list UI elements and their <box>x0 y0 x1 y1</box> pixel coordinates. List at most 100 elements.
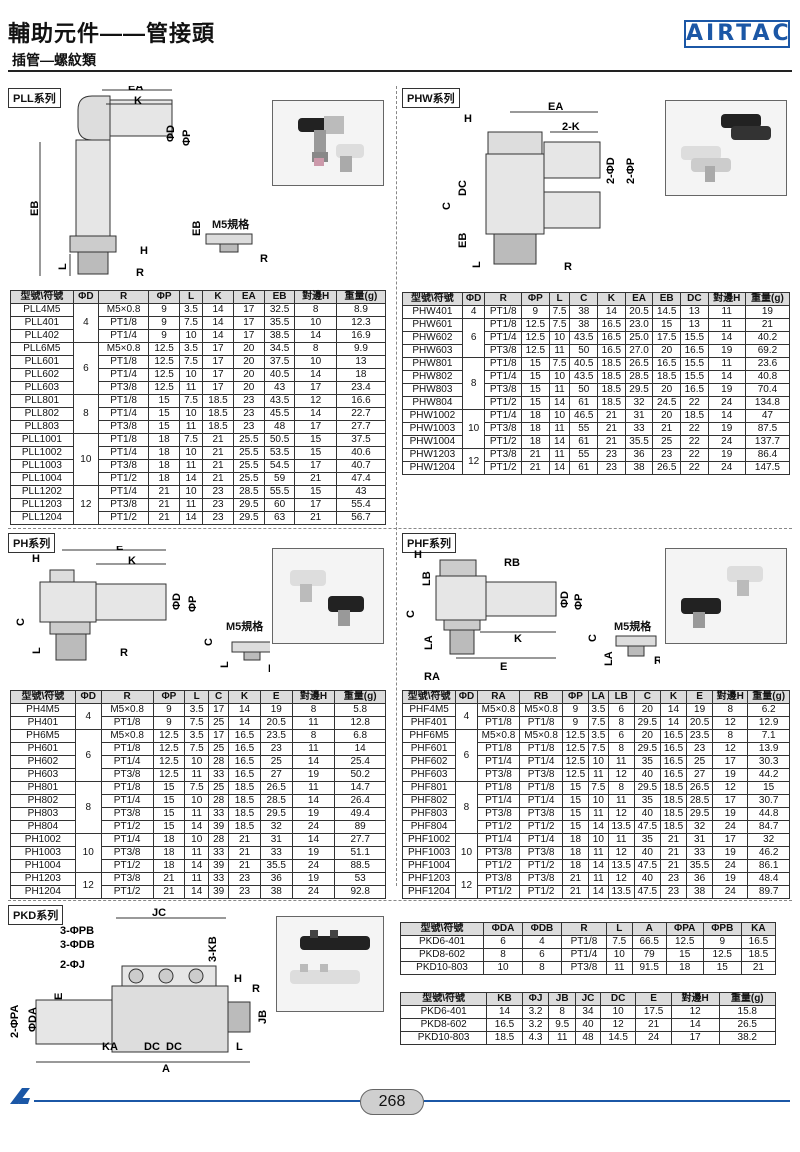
table-cell: 20 <box>652 409 681 423</box>
table-cell: 12 <box>670 1005 720 1019</box>
table-cell: 14 <box>548 461 571 475</box>
column-header: 型號\符號 <box>401 690 457 704</box>
table-cell: 21 <box>740 961 777 975</box>
table-cell: PKD8-602 <box>399 948 485 962</box>
table-cell: 14 <box>486 1005 523 1019</box>
table-cell: PT3/8 <box>100 846 154 860</box>
table-cell: 25.5 <box>232 459 265 473</box>
table-cell: 6 <box>72 342 99 395</box>
table-cell: M5×0.8 <box>97 342 150 356</box>
table-cell: 53.5 <box>263 446 296 460</box>
table-cell: 18.5 <box>659 807 688 821</box>
table-cell: 17 <box>202 381 234 395</box>
table-cell: 22 <box>680 422 709 436</box>
table-cell: 14 <box>707 409 746 423</box>
table-cell: 66.5 <box>631 935 667 949</box>
table-cell: 12 <box>461 448 486 475</box>
table-cell: PHW1203 <box>402 448 463 462</box>
table-cell: 19 <box>291 846 336 860</box>
table-cell: PHW1003 <box>402 422 463 436</box>
table-cell: 23 <box>232 394 265 408</box>
table-cell: 21 <box>652 422 681 436</box>
pkd-drawing: JC 3-ΦPB 3-ΦDB 2-ΦJ 3-KB H R 2-ΦPA ΦDA E… <box>9 907 269 1074</box>
dim-label: R <box>120 647 128 659</box>
table-cell: 11 <box>548 344 571 358</box>
table-cell: 12.5 <box>665 935 704 949</box>
m5-label-pll: M5規格 <box>212 219 250 231</box>
table-cell: 31 <box>686 833 714 847</box>
dim-label: 3-ΦDB <box>60 939 95 951</box>
column-header: LA <box>588 690 609 704</box>
table-cell: PHW603 <box>402 344 463 358</box>
dim-label: E <box>500 661 507 673</box>
table-cell: 35 <box>633 833 661 847</box>
table-cell: 14.5 <box>652 305 681 319</box>
dim-label: K <box>514 633 522 645</box>
table-cell: 14 <box>588 859 609 873</box>
table-cell: 13.9 <box>747 742 790 756</box>
column-header: R <box>560 922 607 936</box>
column-header: 型號\符號 <box>399 992 488 1006</box>
table-cell: 8 <box>294 303 337 317</box>
table-cell: 27.7 <box>334 833 386 847</box>
table-cell: 51.1 <box>334 846 386 860</box>
table-cell: PT1/8 <box>97 433 150 447</box>
table-cell: 25 <box>208 781 230 795</box>
table-cell: 6 <box>455 729 478 782</box>
table-cell: 12.3 <box>335 316 387 330</box>
dim-label: H <box>140 245 148 257</box>
table-cell: 24 <box>707 461 746 475</box>
table-cell: 32 <box>686 820 714 834</box>
table-cell: PT1/4 <box>560 948 607 962</box>
table-cell: 21 <box>152 885 186 899</box>
table-cell: 11 <box>588 807 609 821</box>
dim-label: 2-ΦJ <box>60 959 85 971</box>
dim-label: ΦD <box>559 591 571 608</box>
column-header: 對邊H <box>707 292 746 306</box>
table-cell: 18.5 <box>659 794 688 808</box>
table-cell: 48 <box>263 420 296 434</box>
table-cell: PT1/8 <box>97 316 150 330</box>
table-cell: 55 <box>569 448 599 462</box>
column-header: EB <box>652 292 681 306</box>
table-cell: 26.5 <box>624 357 654 371</box>
table-cell: PH401 <box>10 716 76 730</box>
table-cell: 16.5 <box>659 742 688 756</box>
column-header: R <box>100 690 154 704</box>
table-cell: 79 <box>631 948 667 962</box>
table-cell: 47.4 <box>335 472 387 486</box>
table-cell: 8 <box>455 781 478 834</box>
table-cell: 29.5 <box>633 742 661 756</box>
table-cell: PHW802 <box>402 370 463 384</box>
table-cell: 21 <box>597 409 626 423</box>
table-cell: 16.5 <box>228 742 261 756</box>
table-cell: 23.6 <box>744 357 791 371</box>
table-cell: 16.5 <box>597 331 626 345</box>
table-cell: PLL802 <box>10 407 74 421</box>
table-cell: PT1/8 <box>97 394 150 408</box>
table-cell: 19 <box>259 703 293 717</box>
table-cell: 12.9 <box>747 716 790 730</box>
table-cell: 15 <box>148 420 180 434</box>
table-cell: 18 <box>521 435 550 449</box>
table-cell: 7.5 <box>548 305 571 319</box>
dim-label: 3-KB <box>207 936 219 962</box>
table-cell: 9 <box>521 305 550 319</box>
table-cell: 10 <box>548 409 571 423</box>
table-cell: 11 <box>707 318 746 332</box>
table-cell: 29.5 <box>232 511 265 525</box>
table-cell: 17.5 <box>652 331 681 345</box>
table-cell: 22 <box>680 435 709 449</box>
table-cell: 17 <box>294 498 337 512</box>
table-cell: 21 <box>635 1018 672 1032</box>
column-header: K <box>659 690 688 704</box>
dim-label: H <box>32 553 40 565</box>
table-cell: 21 <box>202 459 234 473</box>
